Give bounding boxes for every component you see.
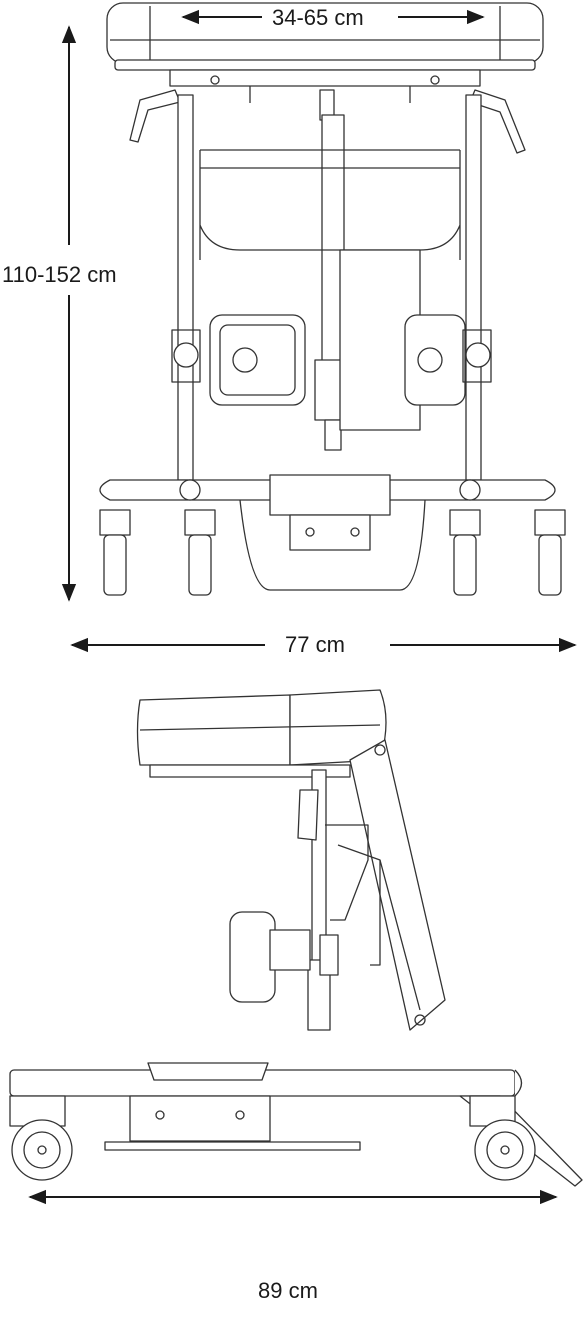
side-kneepad [229, 911, 339, 1003]
side-view [9, 689, 583, 1187]
front-caster-1 [99, 509, 131, 596]
dimension-height-label: 110-152 cm [2, 262, 117, 288]
front-mast-right [465, 94, 482, 481]
side-strut [337, 844, 381, 966]
front-kneepad-right [404, 314, 492, 406]
side-wheel-left [9, 1095, 73, 1181]
front-base [99, 474, 556, 591]
front-kneepad-left [171, 314, 306, 406]
dimension-arrows [28, 9, 577, 1205]
front-lever-left [129, 89, 181, 143]
side-handle [297, 789, 319, 841]
front-caster-2 [184, 509, 216, 596]
front-top-bracket [169, 69, 481, 103]
side-top-pad [136, 689, 387, 778]
front-handrail [199, 149, 461, 260]
front-caster-3 [449, 509, 481, 596]
side-wheel-right [469, 1095, 536, 1181]
dimension-length-label: 89 cm [258, 1278, 318, 1304]
side-handrail [325, 824, 369, 921]
front-caster-4 [534, 509, 566, 596]
front-mast-left [177, 94, 194, 481]
front-view [99, 2, 566, 596]
dimension-top-width-label: 34-65 cm [266, 5, 370, 31]
side-actuator [349, 739, 446, 1031]
dimension-base-width-label: 77 cm [277, 632, 353, 658]
side-mast-lower [307, 959, 331, 1031]
